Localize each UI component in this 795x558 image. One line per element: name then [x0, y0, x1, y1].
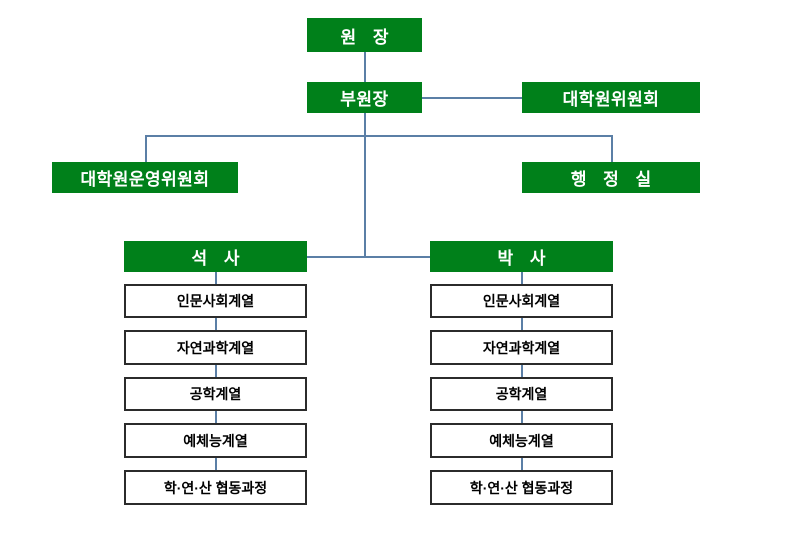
doctorate-program-item[interactable]: 예체능계열: [430, 423, 613, 458]
node-director[interactable]: 원 장: [307, 18, 422, 52]
node-administration-office[interactable]: 행 정 실: [522, 162, 700, 193]
connector-to-steering-committee: [145, 135, 147, 162]
doctorate-program-item[interactable]: 공학계열: [430, 377, 613, 411]
node-graduate-steering-committee[interactable]: 대학원운영위원회: [52, 162, 238, 193]
connector-doctorate-program-2-to-3: [521, 365, 523, 377]
connector-branch-bar: [145, 135, 613, 137]
connector-to-administration-office: [611, 135, 613, 162]
connector-doctorate-to-program-1: [521, 272, 523, 284]
masters-program-item[interactable]: 공학계열: [124, 377, 307, 411]
doctorate-program-item[interactable]: 학·연·산 협동과정: [430, 470, 613, 505]
node-graduate-committee[interactable]: 대학원위원회: [522, 82, 700, 113]
doctorate-program-item[interactable]: 자연과학계열: [430, 330, 613, 365]
node-vice-director[interactable]: 부원장: [307, 82, 422, 113]
connector-masters-program-1-to-2: [215, 318, 217, 330]
masters-program-item[interactable]: 학·연·산 협동과정: [124, 470, 307, 505]
connector-main-trunk: [364, 113, 366, 258]
connector-doctorate-program-3-to-4: [521, 411, 523, 423]
connector-director-to-vice: [364, 52, 366, 82]
connector-masters-to-program-1: [215, 272, 217, 284]
connector-masters-program-3-to-4: [215, 411, 217, 423]
connector-doctorate-program-4-to-5: [521, 458, 523, 470]
node-doctorate[interactable]: 박 사: [430, 241, 613, 272]
connector-vice-to-graduate-committee: [422, 97, 522, 99]
connector-masters-doctorate-bar: [307, 256, 430, 258]
masters-program-item[interactable]: 예체능계열: [124, 423, 307, 458]
connector-masters-program-2-to-3: [215, 365, 217, 377]
connector-masters-program-4-to-5: [215, 458, 217, 470]
masters-program-item[interactable]: 인문사회계열: [124, 284, 307, 318]
connector-doctorate-program-1-to-2: [521, 318, 523, 330]
node-masters[interactable]: 석 사: [124, 241, 307, 272]
doctorate-program-item[interactable]: 인문사회계열: [430, 284, 613, 318]
masters-program-item[interactable]: 자연과학계열: [124, 330, 307, 365]
